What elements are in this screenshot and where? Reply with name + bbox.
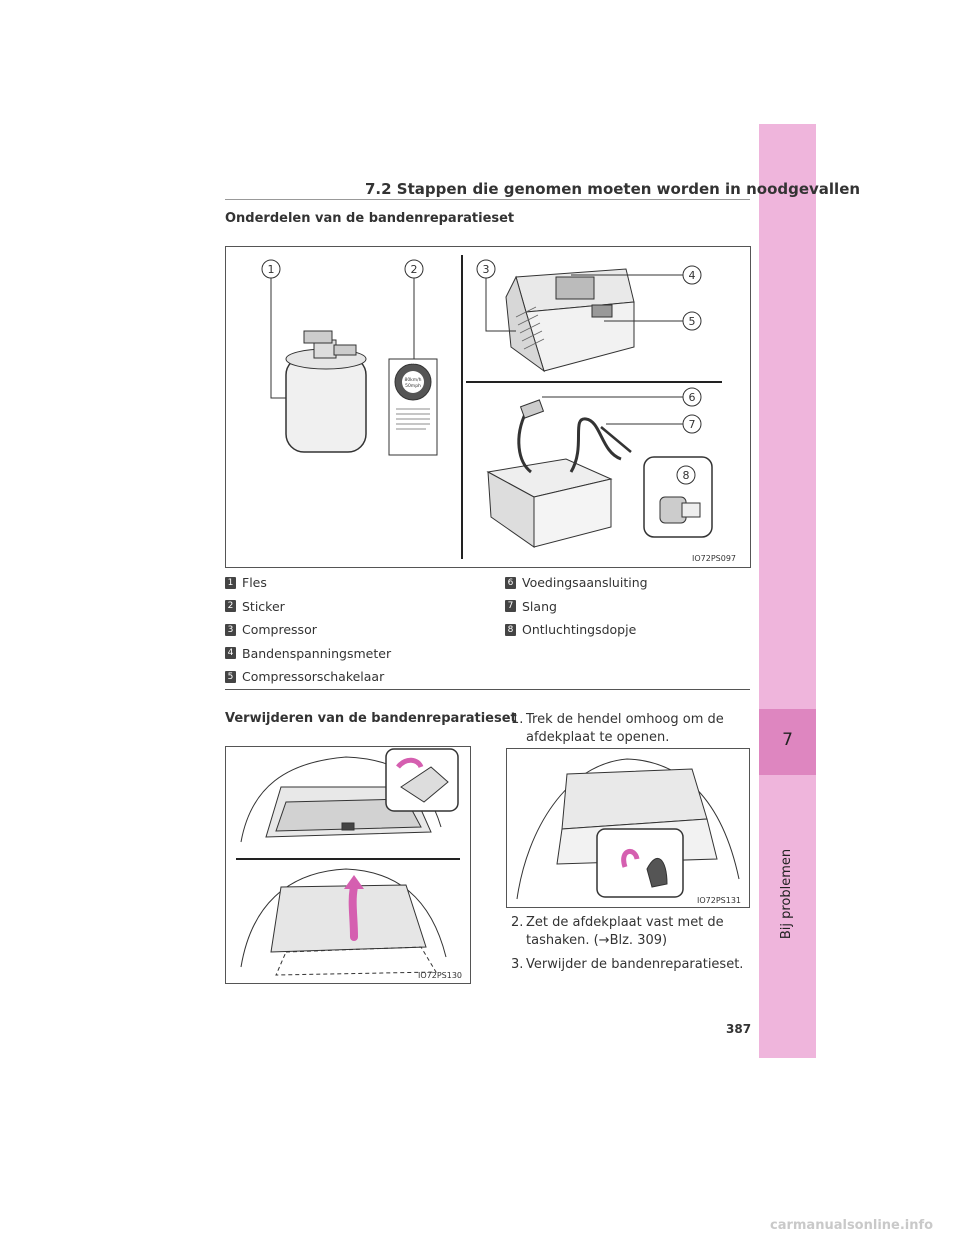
figure-code: IO72PS130 bbox=[418, 971, 462, 980]
repair-kit-illustration: 1 WARNING 80km/h 50mph 2 bbox=[261, 255, 736, 563]
watermark-text: carmanualsonline.info bbox=[770, 1218, 934, 1233]
chapter-active-marker bbox=[759, 709, 816, 775]
callout-3: 3 bbox=[483, 263, 490, 276]
step-2: 2.Zet de afdekplaat vast met de tashaken… bbox=[511, 915, 724, 948]
section-title-parts: Onderdelen van de bandenreparatieset bbox=[225, 211, 515, 226]
callout-5: 5 bbox=[689, 315, 696, 328]
chapter-title: Bij problemen bbox=[779, 848, 794, 940]
figure-repair-kit-parts: 1 WARNING 80km/h 50mph 2 bbox=[225, 246, 751, 568]
bottle-icon bbox=[285, 330, 367, 453]
trunk-top-icon bbox=[240, 756, 442, 843]
sticker-icon: WARNING 80km/h 50mph bbox=[388, 358, 438, 456]
figure-code: IO72PS097 bbox=[692, 554, 736, 563]
trunk-illustration-b: IO72PS131 bbox=[516, 758, 741, 905]
callout-6: 6 bbox=[689, 391, 696, 404]
trunk-bottom-icon bbox=[240, 868, 447, 976]
callout-2: 2 bbox=[411, 263, 418, 276]
callout-1: 1 bbox=[268, 263, 275, 276]
legend-rule bbox=[225, 689, 750, 690]
sticker-speed-2: 50mph bbox=[405, 383, 421, 389]
valve-cap-inset: 8 bbox=[643, 456, 713, 538]
callout-8: 8 bbox=[683, 469, 690, 482]
sticker-speed-1: 80km/h bbox=[404, 377, 421, 383]
figure-code: IO72PS131 bbox=[697, 896, 741, 905]
chapter-side-tab: 7 Bij problemen bbox=[759, 124, 816, 1058]
page-number: 387 bbox=[726, 1022, 752, 1036]
section-title-removal: Verwijderen van de bandenreparatieset bbox=[225, 711, 517, 726]
callout-7: 7 bbox=[689, 418, 696, 431]
compressor-icon bbox=[505, 268, 635, 373]
chapter-number: 7 bbox=[782, 730, 793, 750]
step-3: 3.Verwijder de bandenreparatieset. bbox=[511, 957, 744, 972]
compressor-with-hose-icon bbox=[486, 399, 632, 548]
sticker-warning: WARNING bbox=[403, 360, 423, 365]
figure-tashaken: IO72PS131 bbox=[506, 748, 750, 908]
header-rule bbox=[225, 199, 750, 200]
step-1: 1.Trek de hendel omhoog om de afdekplaat… bbox=[511, 712, 724, 745]
trunk-illustration-a: IO72PS130 bbox=[236, 748, 462, 980]
callout-4: 4 bbox=[689, 269, 696, 282]
page-header-title: 7.2 Stappen die genomen moeten worden in… bbox=[365, 180, 861, 198]
figure-trunk-open: IO72PS130 bbox=[225, 746, 471, 984]
